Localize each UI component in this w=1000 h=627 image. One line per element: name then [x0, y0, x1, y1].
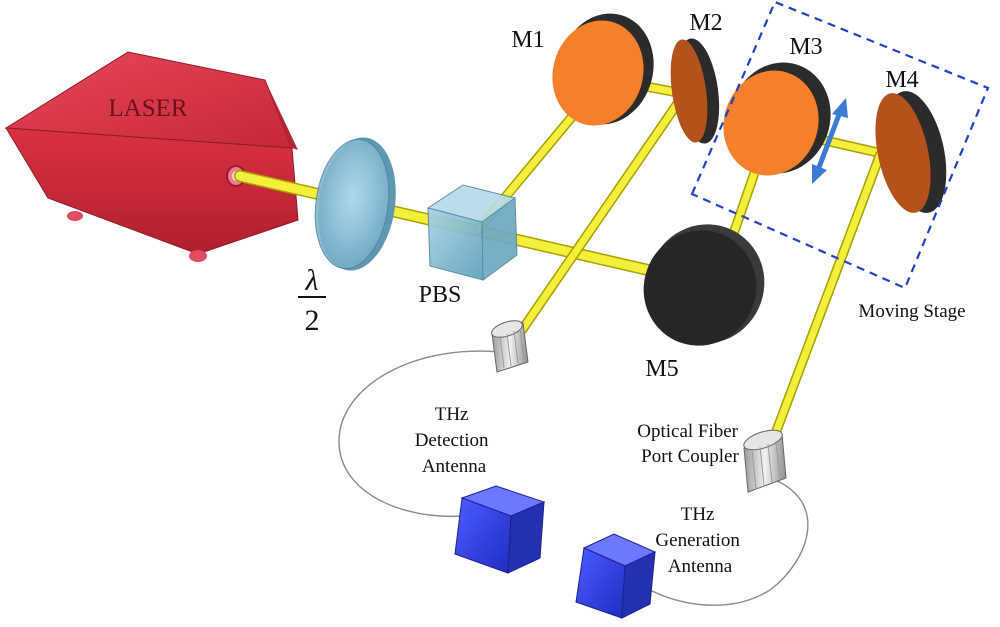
antenna-cables: [338, 350, 809, 606]
fiber-coupler-label-line2: Port Coupler: [641, 446, 739, 467]
fiber-coupler-label: Optical Fiber Port Coupler: [637, 421, 743, 467]
mirror-m3: [723, 62, 831, 176]
m4-label: M4: [885, 67, 918, 93]
mirror-m4: [875, 91, 947, 213]
detection-antenna-label-line3: Antenna: [422, 456, 487, 477]
detection-antenna-label-line2: Detection: [415, 430, 489, 451]
stage-motion-arrow: [812, 98, 848, 184]
generation-antenna-label-line2: Generation: [655, 530, 740, 551]
moving-stage-label: Moving Stage: [858, 301, 965, 322]
generation-fiber-coupler: [743, 429, 787, 493]
half-wave-plate: [314, 137, 396, 271]
laser-box: [4, 51, 299, 262]
m1-label: M1: [511, 27, 544, 53]
laser-foot: [189, 250, 207, 262]
generation-antenna-label: THz Generation Antenna: [655, 504, 744, 577]
mirror-m1: [552, 13, 654, 126]
m3-label: M3: [789, 34, 822, 60]
mirror-m2: [670, 38, 720, 144]
moving-stage-outline: [690, 0, 990, 290]
thz-detection-antenna: [454, 485, 546, 574]
generation-antenna-label-line1: THz: [681, 504, 715, 525]
fiber-coupler-label-line1: Optical Fiber: [637, 421, 738, 442]
detection-antenna-label-line1: THz: [435, 404, 469, 425]
m5-label: M5: [645, 356, 678, 382]
pbs-cube: [426, 184, 518, 281]
detection-antenna-label: THz Detection Antenna: [415, 404, 494, 477]
thz-generation-antenna: [575, 533, 657, 619]
lambda-denominator: 2: [305, 304, 320, 337]
laser-foot: [67, 211, 83, 221]
laser-label: LASER: [108, 95, 188, 122]
m2-label: M2: [689, 10, 722, 36]
pbs-label: PBS: [419, 282, 462, 308]
mirror-m5: [643, 224, 765, 346]
generation-antenna-label-line3: Antenna: [668, 556, 733, 577]
lambda-numerator: λ: [305, 264, 319, 297]
detection-fiber-coupler: [491, 320, 529, 373]
